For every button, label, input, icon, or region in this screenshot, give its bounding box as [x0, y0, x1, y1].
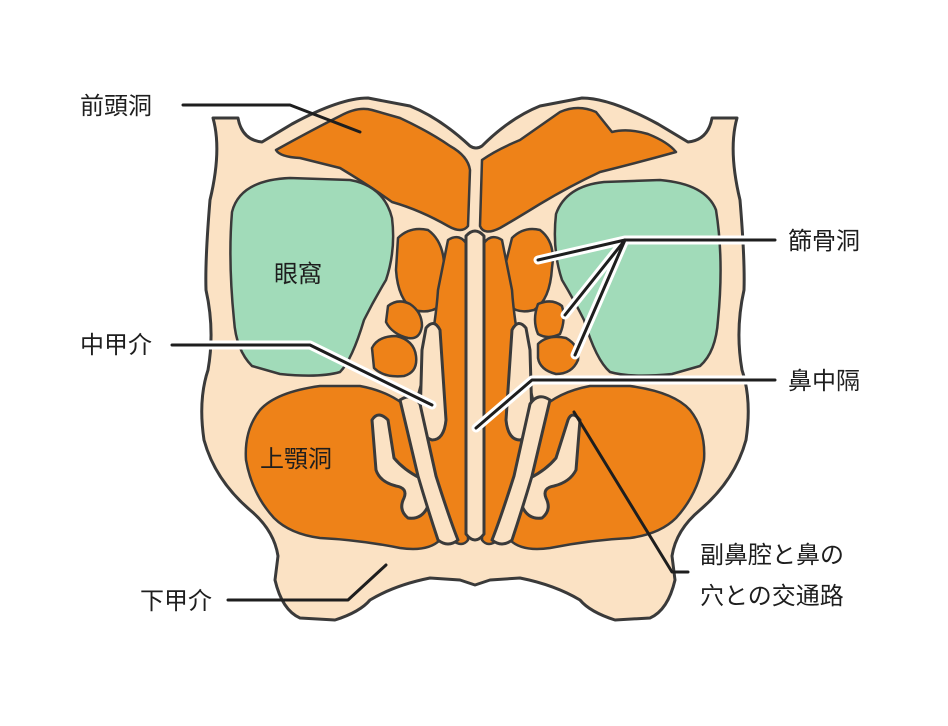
leader-lines — [167, 103, 780, 602]
label-nasal-septum: 鼻中隔 — [788, 367, 860, 395]
orbit-left — [229, 176, 395, 377]
lateral-nasal-wall-right — [490, 395, 552, 546]
maxillary-sinus-left — [244, 384, 443, 551]
leader-ostium — [572, 410, 690, 574]
label-orbit: 眼窩 — [274, 260, 322, 288]
frontal-sinus-left — [274, 107, 472, 232]
label-frontal-sinus: 前頭洞 — [80, 92, 152, 120]
label-maxillary-sinus: 上顎洞 — [260, 445, 332, 473]
nasal-septum — [464, 229, 486, 542]
label-ethmoid-sinus: 篩骨洞 — [788, 227, 860, 255]
leader-middle-turbinate — [170, 343, 434, 407]
ethmoid-cell-left-2 — [384, 300, 424, 340]
ethmoid-cell-right-2 — [533, 300, 565, 339]
ethmoid-cell-left-3 — [370, 334, 418, 378]
frontal-sinus-right — [478, 106, 678, 233]
label-middle-turbinate: 中甲介 — [80, 331, 152, 359]
leader-ethmoid-sinus — [536, 238, 777, 357]
label-ostium-line2: 穴との交通路 — [700, 582, 844, 610]
orbit-right — [553, 178, 722, 377]
inferior-turbinate-left — [370, 413, 431, 520]
label-inferior-turbinate: 下甲介 — [140, 587, 212, 615]
leader-inferior-turbinate — [226, 563, 388, 602]
ethmoid-cell-right-3 — [536, 335, 580, 376]
leader-frontal-sinus — [181, 103, 362, 134]
leader-nasal-septum — [474, 378, 777, 430]
label-ostium-line1: 副鼻腔と鼻の — [700, 541, 844, 569]
